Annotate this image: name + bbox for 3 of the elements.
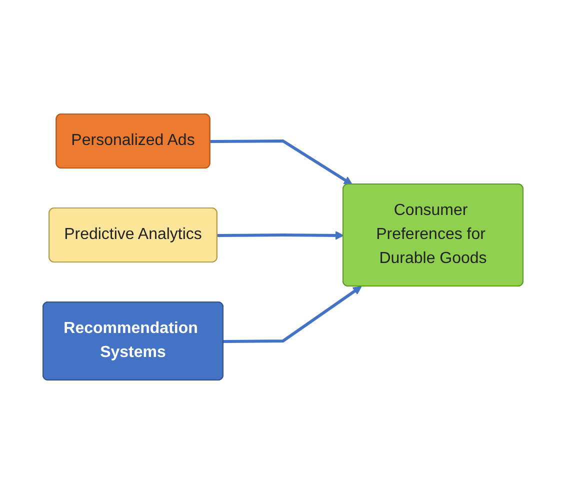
arrow	[223, 286, 362, 343]
arrow	[210, 140, 353, 185]
arrow	[217, 231, 344, 240]
